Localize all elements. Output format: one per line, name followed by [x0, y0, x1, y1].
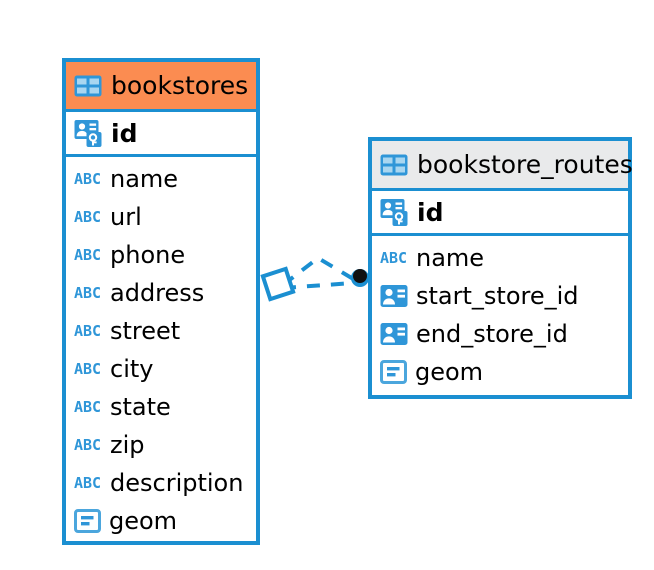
foreign-key-icon	[380, 285, 408, 307]
field-list-bookstore-routes: ABC name start_store_id	[372, 236, 628, 395]
field-row-primary-key[interactable]: id	[66, 109, 256, 157]
abc-text-icon: ABC	[74, 475, 101, 491]
svg-text:ABC: ABC	[74, 475, 101, 491]
field-label: url	[110, 203, 142, 231]
foreign-key-icon	[380, 323, 408, 345]
field-row-name[interactable]: ABC name	[66, 160, 256, 198]
svg-text:ABC: ABC	[74, 323, 101, 339]
table-icon	[380, 154, 408, 175]
field-label: address	[110, 279, 205, 307]
table-icon	[74, 75, 102, 96]
svg-text:ABC: ABC	[380, 250, 407, 266]
abc-text-icon: ABC	[74, 247, 101, 263]
field-row-street[interactable]: ABC street	[66, 312, 256, 350]
field-row-description[interactable]: ABC description	[66, 464, 256, 502]
abc-text-icon: ABC	[74, 323, 101, 339]
entity-header-bookstore-routes[interactable]: bookstore_routes	[372, 141, 633, 188]
field-label: name	[110, 165, 179, 193]
field-label: street	[110, 317, 181, 345]
svg-text:ABC: ABC	[74, 171, 101, 187]
field-label: id	[417, 197, 444, 227]
field-row-end-store-id[interactable]: end_store_id	[372, 315, 628, 353]
relationship-branch-upper	[281, 255, 357, 287]
field-row-url[interactable]: ABC url	[66, 198, 256, 236]
entity-title: bookstore_routes	[417, 150, 633, 179]
abc-text-icon: ABC	[74, 437, 101, 453]
source-diamond-marker	[260, 266, 296, 302]
field-label: city	[110, 355, 154, 383]
field-label: zip	[110, 431, 145, 459]
abc-text-icon: ABC	[74, 399, 101, 415]
geometry-icon	[380, 360, 407, 384]
primary-key-icon	[380, 199, 408, 226]
svg-text:ABC: ABC	[74, 437, 101, 453]
abc-text-icon: ABC	[74, 285, 101, 301]
field-label: state	[110, 393, 171, 421]
svg-text:ABC: ABC	[74, 247, 101, 263]
field-row-start-store-id[interactable]: start_store_id	[372, 277, 628, 315]
field-list-bookstores: ABC name ABC url ABC phone ABC	[66, 157, 256, 544]
entity-bookstore-routes[interactable]: bookstore_routes id ABC	[368, 137, 633, 399]
field-label: start_store_id	[416, 282, 579, 310]
field-label: phone	[110, 241, 186, 269]
entity-title: bookstores	[111, 71, 249, 100]
field-row-phone[interactable]: ABC phone	[66, 236, 256, 274]
field-row-primary-key[interactable]: id	[372, 188, 628, 236]
svg-text:ABC: ABC	[74, 285, 101, 301]
field-label: id	[111, 118, 138, 148]
field-label: name	[416, 244, 485, 272]
abc-text-icon: ABC	[74, 361, 101, 377]
field-label: geom	[109, 507, 178, 535]
svg-text:ABC: ABC	[74, 209, 101, 225]
abc-text-icon: ABC	[74, 171, 101, 187]
abc-text-icon: ABC	[380, 250, 407, 266]
svg-text:ABC: ABC	[74, 399, 101, 415]
target-circle-marker	[351, 269, 369, 287]
svg-text:ABC: ABC	[74, 361, 101, 377]
field-row-geom[interactable]: geom	[372, 353, 628, 391]
field-row-city[interactable]: ABC city	[66, 350, 256, 388]
field-row-zip[interactable]: ABC zip	[66, 426, 256, 464]
field-row-name[interactable]: ABC name	[372, 239, 628, 277]
field-row-geom[interactable]: geom	[66, 502, 256, 540]
relationship-branch-lower	[282, 281, 354, 290]
field-label: geom	[415, 358, 484, 386]
geometry-icon	[74, 509, 101, 533]
entity-bookstores[interactable]: bookstores id ABC name	[62, 58, 260, 545]
field-row-state[interactable]: ABC state	[66, 388, 256, 426]
primary-key-icon	[74, 120, 102, 147]
abc-text-icon: ABC	[74, 209, 101, 225]
field-row-address[interactable]: ABC address	[66, 274, 256, 312]
field-label: description	[110, 469, 244, 497]
entity-header-bookstores[interactable]: bookstores	[66, 62, 256, 109]
field-label: end_store_id	[416, 320, 568, 348]
